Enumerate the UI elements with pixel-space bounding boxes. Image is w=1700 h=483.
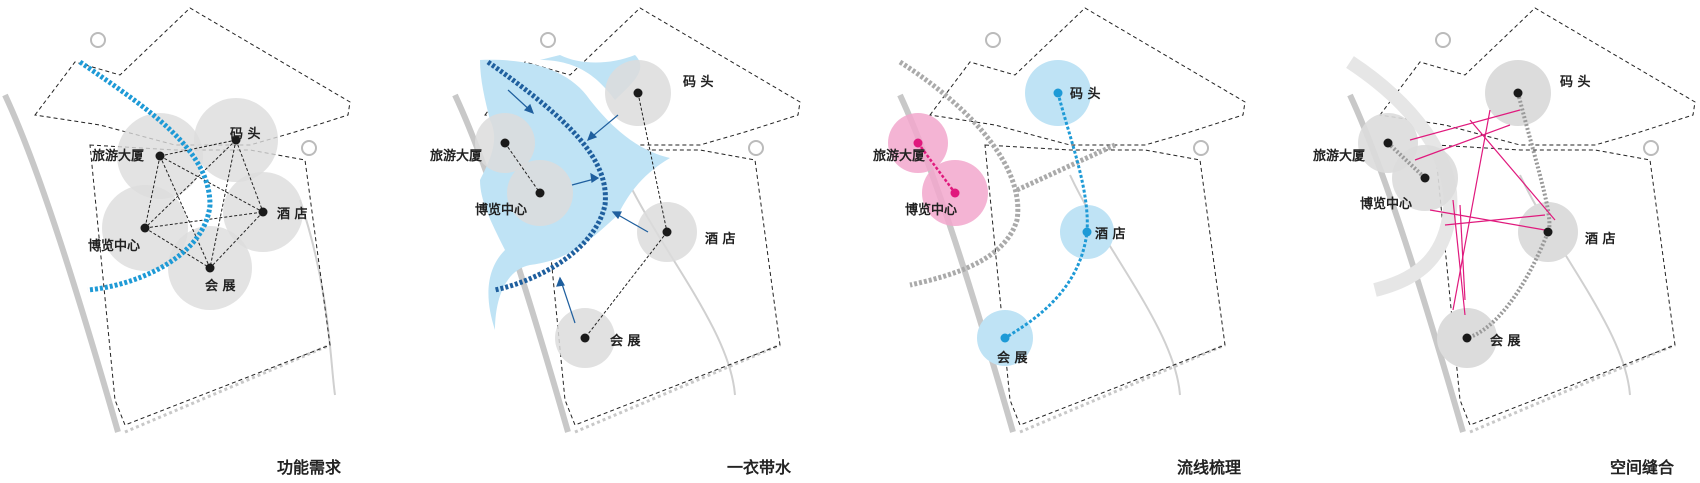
node-dot-pier bbox=[633, 88, 643, 98]
waterfront-axis bbox=[78, 59, 213, 293]
label-tourism-building: 旅游大厦 bbox=[1313, 148, 1366, 164]
marker-ring-right bbox=[1193, 140, 1209, 156]
node-dot-pier bbox=[231, 135, 241, 145]
label-tourism-building: 旅游大厦 bbox=[430, 148, 483, 164]
marker-ring-top bbox=[985, 32, 1001, 48]
site-boundary-south bbox=[984, 144, 1226, 426]
node-dot-tourism-building bbox=[1383, 138, 1393, 148]
site-boundary-north bbox=[34, 7, 351, 146]
road-dotted-bottom bbox=[1469, 343, 1676, 434]
road-right bbox=[299, 199, 336, 396]
node-dot-hotel bbox=[1082, 227, 1092, 237]
road-dotted-bottom bbox=[124, 343, 331, 434]
panel-function-demand: 旅游大厦 码 头 博览中心 酒 店 会 展 功能需求 bbox=[2, 7, 351, 477]
node-dot-expo-center bbox=[140, 223, 150, 233]
panel-caption: 空间缝合 bbox=[1610, 458, 1675, 477]
road-right bbox=[1069, 174, 1181, 396]
label-hotel: 酒 店 bbox=[705, 231, 736, 247]
label-expo-center: 博览中心 bbox=[475, 202, 527, 218]
panel-one-strip-of-water: 旅游大厦 博览中心 码 头 酒 店 会 展 一衣带水 bbox=[430, 7, 801, 477]
node-dot-convention bbox=[1000, 333, 1010, 343]
label-pier: 码 头 bbox=[1070, 86, 1101, 102]
marker-ring-right bbox=[1643, 140, 1659, 156]
grey-axis-branch bbox=[1015, 142, 1117, 193]
site-boundary-north bbox=[1379, 7, 1696, 146]
label-hotel: 酒 店 bbox=[277, 206, 308, 222]
waterfront-axis bbox=[486, 59, 608, 293]
node-dot-pier bbox=[1053, 88, 1063, 98]
label-tourism-building: 旅游大厦 bbox=[873, 148, 926, 164]
node-dot-hotel bbox=[1543, 227, 1553, 237]
relation-network bbox=[144, 139, 264, 269]
relation-links bbox=[504, 92, 668, 339]
stitching-lines bbox=[1409, 109, 1556, 316]
node-dot-convention bbox=[580, 333, 590, 343]
label-convention: 会 展 bbox=[997, 350, 1029, 366]
node-dot-hotel bbox=[258, 207, 268, 217]
node-dot-tourism-building bbox=[155, 151, 165, 161]
grey-links bbox=[1386, 92, 1552, 340]
label-expo-center: 博览中心 bbox=[905, 202, 957, 218]
panel-caption: 流线梳理 bbox=[1177, 458, 1241, 477]
label-hotel: 酒 店 bbox=[1585, 231, 1616, 247]
road-right bbox=[624, 174, 736, 396]
label-expo-center: 博览中心 bbox=[1360, 196, 1412, 212]
node-dot-tourism-building bbox=[500, 138, 510, 148]
node-dot-pier bbox=[1513, 88, 1523, 98]
marker-ring-right bbox=[748, 140, 764, 156]
node-dot-expo-center bbox=[535, 188, 545, 198]
road-left bbox=[2, 93, 121, 433]
node-dot-expo-center bbox=[1420, 173, 1430, 183]
panel-circulation: 旅游大厦 博览中心 码 头 酒 店 会 展 流线梳理 bbox=[873, 7, 1246, 477]
node-dot-expo-center bbox=[950, 188, 960, 198]
panel-caption: 功能需求 bbox=[277, 458, 342, 477]
marker-ring-top bbox=[1435, 32, 1451, 48]
label-pier: 码 头 bbox=[683, 74, 714, 90]
marker-ring-top bbox=[90, 32, 106, 48]
road-dotted-bottom bbox=[574, 343, 781, 434]
pink-link bbox=[916, 142, 957, 194]
label-hotel: 酒 店 bbox=[1095, 226, 1126, 242]
panel-spatial-stitching: 旅游大厦 博览中心 码 头 酒 店 会 展 空间缝合 bbox=[1313, 7, 1696, 477]
node-dot-convention bbox=[1462, 333, 1472, 343]
site-boundary-south bbox=[539, 144, 781, 426]
site-boundary-north bbox=[929, 7, 1246, 146]
road-dotted-bottom bbox=[1019, 343, 1226, 434]
site-boundary-south bbox=[89, 144, 331, 426]
road-right bbox=[1519, 174, 1631, 396]
panel-caption: 一衣带水 bbox=[727, 458, 792, 477]
marker-ring-right bbox=[301, 140, 317, 156]
flow-arrows bbox=[507, 89, 649, 324]
label-tourism-building: 旅游大厦 bbox=[92, 148, 145, 164]
label-convention: 会 展 bbox=[1490, 333, 1522, 349]
label-pier: 码 头 bbox=[230, 126, 261, 142]
label-convention: 会 展 bbox=[205, 278, 237, 294]
node-dot-tourism-building bbox=[913, 138, 923, 148]
grey-axis-main bbox=[898, 59, 1021, 288]
site-boundary-south bbox=[1434, 144, 1676, 426]
node-dot-convention bbox=[205, 263, 215, 273]
label-convention: 会 展 bbox=[610, 333, 642, 349]
marker-ring-top bbox=[540, 32, 556, 48]
node-dot-hotel bbox=[662, 227, 672, 237]
label-pier: 码 头 bbox=[1560, 74, 1591, 90]
label-expo-center: 博览中心 bbox=[88, 238, 140, 254]
grey-band bbox=[1346, 56, 1458, 297]
